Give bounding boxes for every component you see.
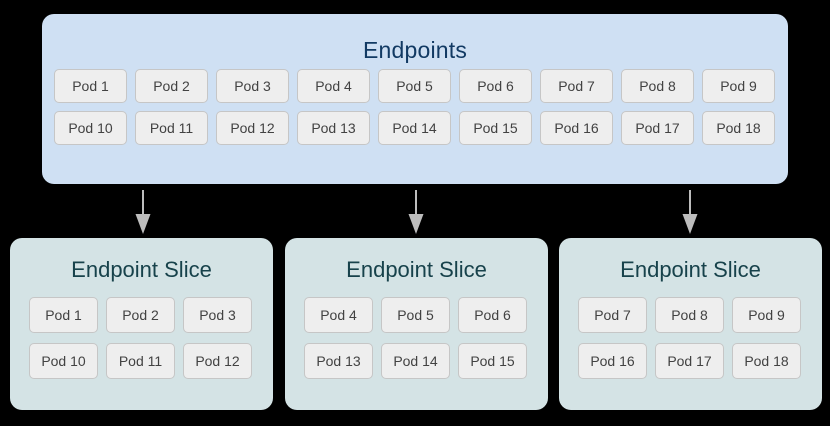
pod-chip: Pod 18 xyxy=(702,111,775,145)
pod-chip: Pod 16 xyxy=(578,343,647,379)
endpoint-slice-pod-row-1: Pod 4 Pod 5 Pod 6 xyxy=(304,297,529,333)
endpoints-pod-row-1: Pod 1 Pod 2 Pod 3 Pod 4 Pod 5 Pod 6 Pod … xyxy=(54,69,776,103)
pod-chip: Pod 8 xyxy=(655,297,724,333)
pod-chip: Pod 14 xyxy=(381,343,450,379)
pod-chip: Pod 3 xyxy=(216,69,289,103)
endpoint-slice-pod-row-2: Pod 16 Pod 17 Pod 18 xyxy=(578,343,803,379)
endpoint-slice-title: Endpoint Slice xyxy=(71,257,212,282)
endpoints-pod-grid: Pod 1 Pod 2 Pod 3 Pod 4 Pod 5 Pod 6 Pod … xyxy=(54,69,776,145)
endpoints-box: Endpoints Pod 1 Pod 2 Pod 3 Pod 4 Pod 5 … xyxy=(42,14,788,184)
endpoint-slice-box-1: Endpoint Slice Pod 1 Pod 2 Pod 3 Pod 10 … xyxy=(10,238,273,410)
endpoint-slice-pod-row-2: Pod 13 Pod 14 Pod 15 xyxy=(304,343,529,379)
pod-chip: Pod 11 xyxy=(135,111,208,145)
pod-chip: Pod 4 xyxy=(304,297,373,333)
pod-chip: Pod 10 xyxy=(54,111,127,145)
pod-chip: Pod 14 xyxy=(378,111,451,145)
endpoint-slice-title: Endpoint Slice xyxy=(346,257,487,282)
pod-chip: Pod 10 xyxy=(29,343,98,379)
pod-chip: Pod 5 xyxy=(381,297,450,333)
pod-chip: Pod 6 xyxy=(458,297,527,333)
endpoint-slice-title: Endpoint Slice xyxy=(620,257,761,282)
pod-chip: Pod 2 xyxy=(106,297,175,333)
pod-chip: Pod 11 xyxy=(106,343,175,379)
pod-chip: Pod 7 xyxy=(540,69,613,103)
pod-chip: Pod 12 xyxy=(183,343,252,379)
arrow-down-icon xyxy=(678,190,702,234)
pod-chip: Pod 5 xyxy=(378,69,451,103)
pod-chip: Pod 9 xyxy=(702,69,775,103)
pod-chip: Pod 12 xyxy=(216,111,289,145)
pod-chip: Pod 1 xyxy=(29,297,98,333)
pod-chip: Pod 13 xyxy=(297,111,370,145)
pod-chip: Pod 15 xyxy=(458,343,527,379)
endpoints-title: Endpoints xyxy=(362,37,468,63)
pod-chip: Pod 16 xyxy=(540,111,613,145)
endpoint-slice-pod-row-2: Pod 10 Pod 11 Pod 12 xyxy=(29,343,254,379)
endpoint-slice-box-3: Endpoint Slice Pod 7 Pod 8 Pod 9 Pod 16 … xyxy=(559,238,822,410)
endpoint-slice-pod-grid: Pod 4 Pod 5 Pod 6 Pod 13 Pod 14 Pod 15 xyxy=(304,297,529,379)
arrow-down-icon xyxy=(404,190,428,234)
endpoint-slice-box-2: Endpoint Slice Pod 4 Pod 5 Pod 6 Pod 13 … xyxy=(285,238,548,410)
pod-chip: Pod 9 xyxy=(732,297,801,333)
pod-chip: Pod 4 xyxy=(297,69,370,103)
endpoints-pod-row-2: Pod 10 Pod 11 Pod 12 Pod 13 Pod 14 Pod 1… xyxy=(54,111,776,145)
pod-chip: Pod 8 xyxy=(621,69,694,103)
pod-chip: Pod 13 xyxy=(304,343,373,379)
pod-chip: Pod 6 xyxy=(459,69,532,103)
pod-chip: Pod 2 xyxy=(135,69,208,103)
endpoint-slice-pod-grid: Pod 7 Pod 8 Pod 9 Pod 16 Pod 17 Pod 18 xyxy=(578,297,803,379)
endpoint-slice-pod-row-1: Pod 7 Pod 8 Pod 9 xyxy=(578,297,803,333)
endpoint-slice-pod-grid: Pod 1 Pod 2 Pod 3 Pod 10 Pod 11 Pod 12 xyxy=(29,297,254,379)
pod-chip: Pod 7 xyxy=(578,297,647,333)
pod-chip: Pod 18 xyxy=(732,343,801,379)
arrow-down-icon xyxy=(131,190,155,234)
pod-chip: Pod 3 xyxy=(183,297,252,333)
pod-chip: Pod 17 xyxy=(621,111,694,145)
pod-chip: Pod 1 xyxy=(54,69,127,103)
pod-chip: Pod 15 xyxy=(459,111,532,145)
endpoint-slice-pod-row-1: Pod 1 Pod 2 Pod 3 xyxy=(29,297,254,333)
pod-chip: Pod 17 xyxy=(655,343,724,379)
